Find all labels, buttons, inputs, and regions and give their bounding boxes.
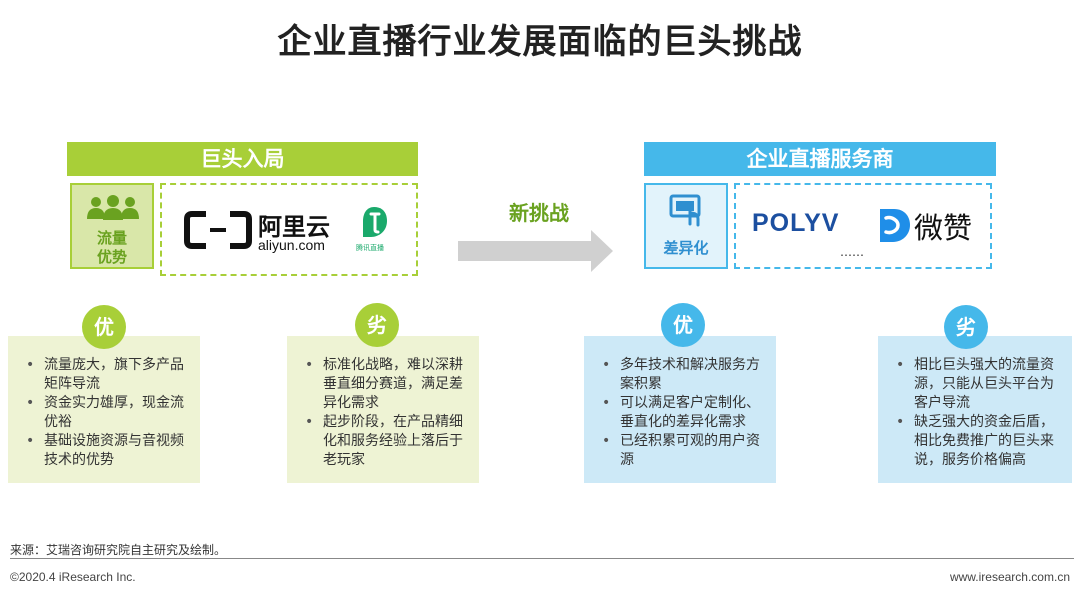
list-item: 多年技术和解决服务方案积累 [600,356,764,394]
differentiation-box: 差异化 [644,183,728,269]
list-item: 基础设施资源与音视频技术的优势 [24,432,188,470]
aliyun-logo-icon [184,211,252,249]
list-item: 起步阶段，在产品精细化和服务经验上落后于老玩家 [303,413,467,470]
giant-disadvantages-card: 标准化战略，难以深耕垂直细分赛道，满足差异化需求 起步阶段，在产品精细化和服务经… [287,336,479,483]
giants-header: 巨头入局 [67,142,418,176]
weizan-name: 微赞 [914,211,973,245]
disadvantage-badge: 劣 [355,303,399,347]
arrow-right-icon [458,230,613,272]
differentiation-label: 差异化 [663,239,709,257]
ellipsis: …… [840,245,864,259]
users-icon [87,195,139,220]
list-item: 缺乏强大的资金后盾，相比免费推广的巨头来说，服务价格偏高 [894,413,1060,470]
source-note: 来源：艾瑞咨询研究院自主研究及绘制。 [10,543,227,557]
list-item: 已经积累可观的用户资源 [600,432,764,470]
aliyun-name: 阿里云 [258,213,330,241]
footer-divider [10,558,1074,559]
provider-disadvantages-card: 相比巨头强大的流量资源，只能从巨头平台为客户导流 缺乏强大的资金后盾，相比免费推… [878,336,1072,483]
weizan-logo-icon [880,209,910,242]
list-item: 流量庞大，旗下多产品矩阵导流 [24,356,188,394]
traffic-advantage-box: 流量 优势 [70,183,154,269]
giant-advantages-card: 流量庞大，旗下多产品矩阵导流 资金实力雄厚，现金流优裕 基础设施资源与音视频技术… [8,336,200,483]
providers-header: 企业直播服务商 [644,142,996,176]
touch-screen-icon [669,194,701,227]
provider-advantages-card: 多年技术和解决服务方案积累 可以满足客户定制化、垂直化的差异化需求 已经积累可观… [584,336,776,483]
list-item: 标准化战略，难以深耕垂直细分赛道，满足差异化需求 [303,356,467,413]
icon-label-line2: 优势 [96,248,127,266]
advantage-badge: 优 [661,303,705,347]
polyv-logo: POLYV [752,209,840,237]
list-item: 相比巨头强大的流量资源，只能从巨头平台为客户导流 [894,356,1060,413]
new-challenge-label: 新挑战 [509,201,569,225]
advantage-badge: 优 [82,305,126,349]
tencent-live-logo-icon [363,207,387,237]
disadvantage-badge: 劣 [944,305,988,349]
list-item: 可以满足客户定制化、垂直化的差异化需求 [600,394,764,432]
icon-label-line1: 流量 [96,229,127,247]
aliyun-url: aliyun.com [258,237,325,253]
list-item: 资金实力雄厚，现金流优裕 [24,394,188,432]
providers-logos-box: POLYV 微赞 …… [734,183,992,269]
tencent-live-label: 腾讯直播 [356,244,384,252]
copyright: ©2020.4 iResearch Inc. [10,570,136,584]
website-link[interactable]: www.iresearch.com.cn [949,570,1070,584]
giants-logos-box: 阿里云 aliyun.com 腾讯直播 [160,183,418,276]
page-title: 企业直播行业发展面临的巨头挑战 [277,22,803,62]
